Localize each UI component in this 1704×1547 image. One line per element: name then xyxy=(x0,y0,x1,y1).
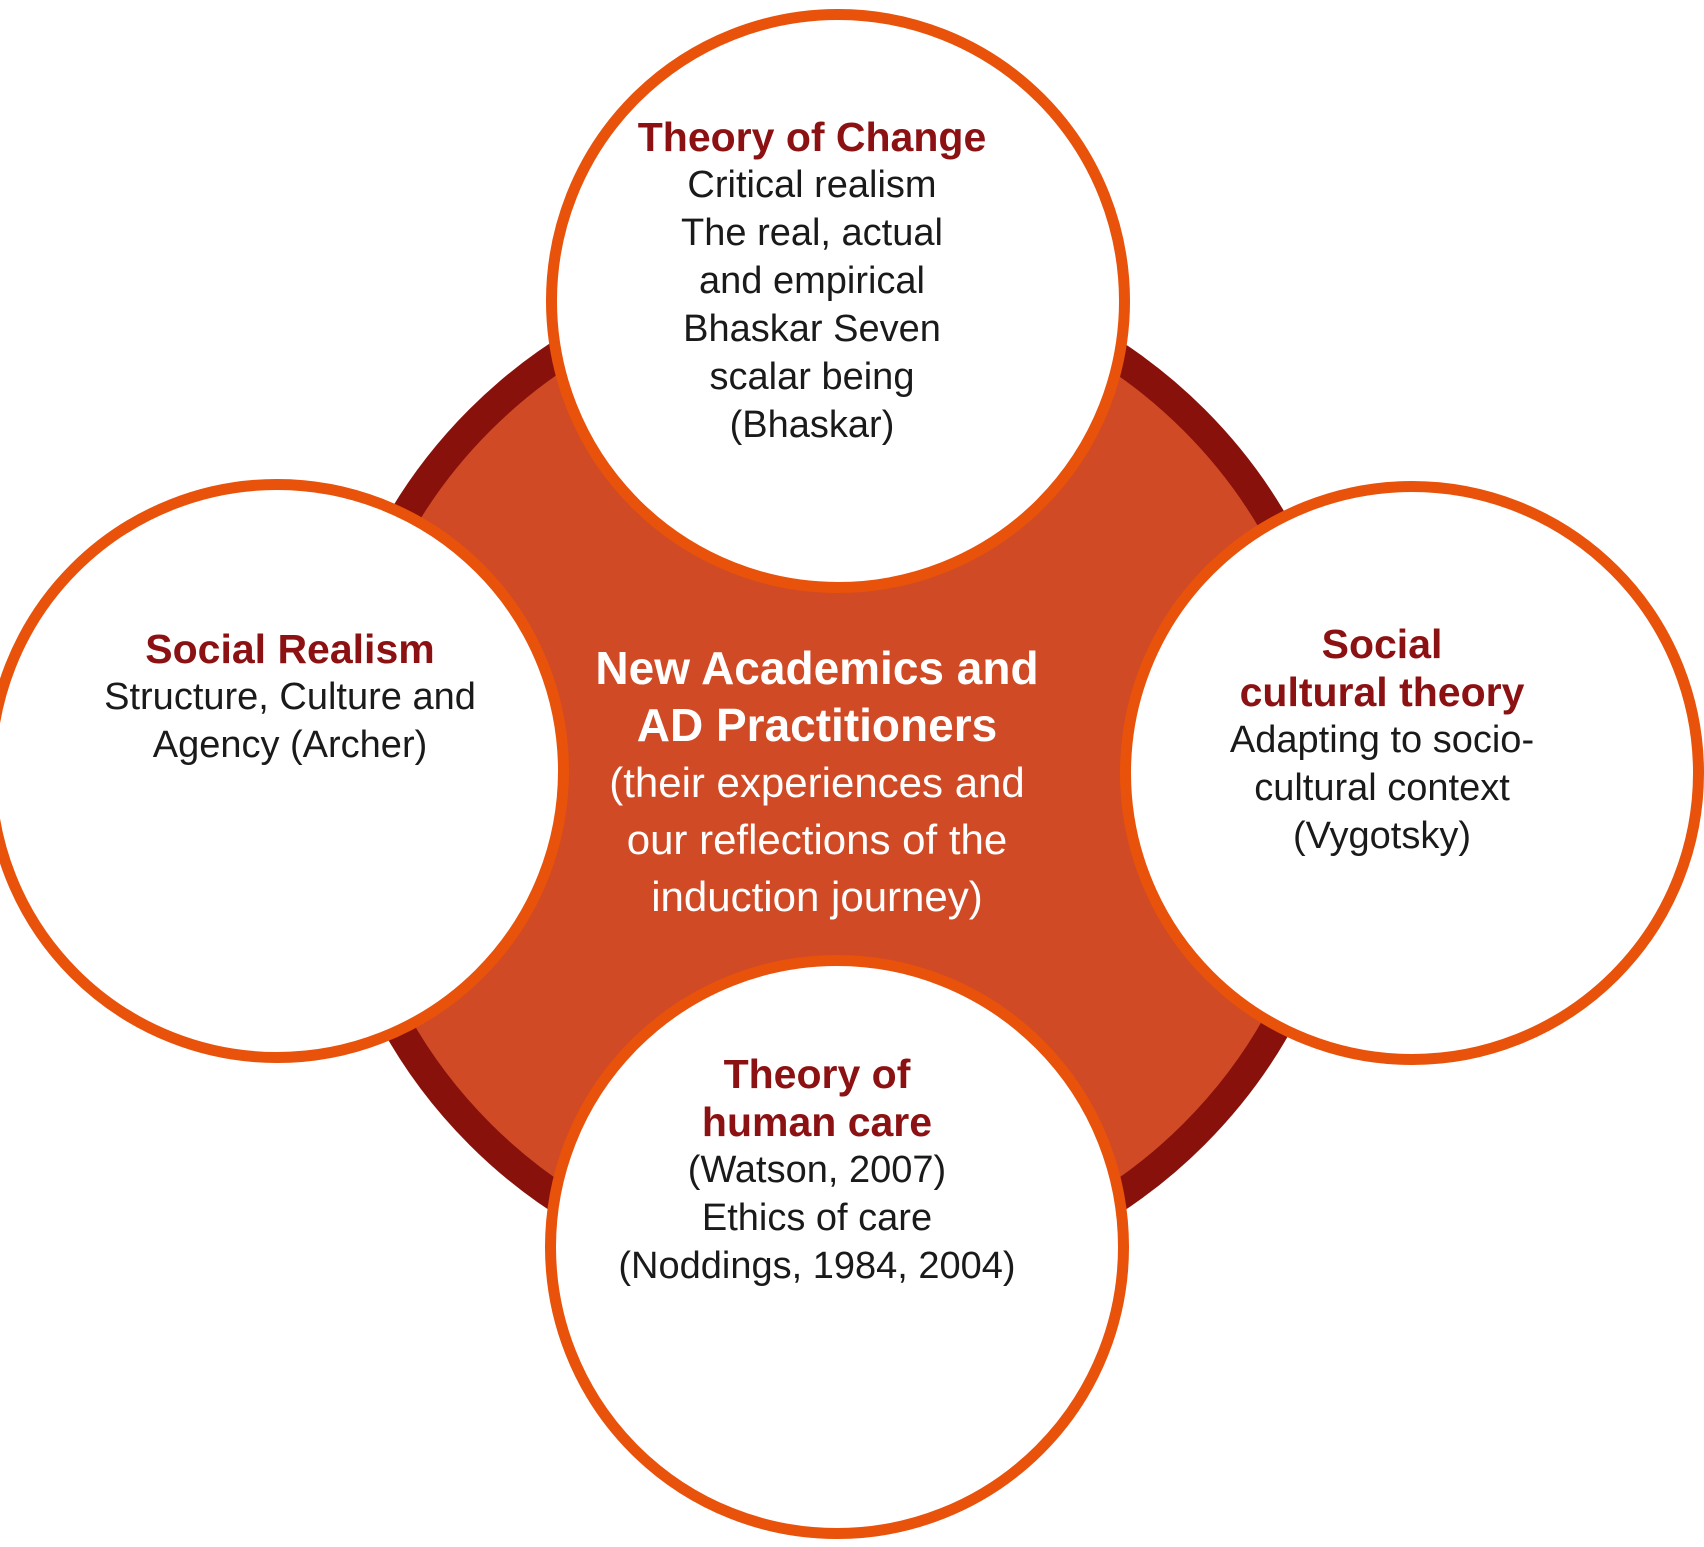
theory-of-human-care-line: (Watson, 2007) xyxy=(687,1149,947,1191)
central-text-block: New Academics and AD Practitioners (thei… xyxy=(595,640,1038,925)
theory-of-change-line: (Bhaskar) xyxy=(729,404,895,446)
central-body-line: (their experiences and xyxy=(609,758,1025,806)
social-cultural-theory-line: (Vygotsky) xyxy=(1292,815,1472,857)
social-realism-line: Structure, Culture and xyxy=(104,676,476,718)
central-title-line2: AD Practitioners xyxy=(636,698,998,751)
theory-of-human-care-line: Ethics of care xyxy=(701,1197,933,1239)
theory-of-change-line: and empirical xyxy=(699,260,925,302)
social-realism-title: Social Realism xyxy=(145,626,435,672)
theory-of-human-care-line: (Noddings, 1984, 2004) xyxy=(618,1245,1016,1287)
theory-of-change-line: scalar being xyxy=(709,356,915,398)
theory-of-human-care-title-line2: human care xyxy=(701,1099,933,1145)
social-cultural-theory-title-line2: cultural theory xyxy=(1239,669,1525,715)
circle-social-realism: Social Realism Structure, Culture and Ag… xyxy=(0,479,569,1063)
social-cultural-theory-line: Adapting to socio- xyxy=(1229,719,1535,761)
theory-of-change-title: Theory of Change xyxy=(637,114,987,160)
theory-of-change-line: Bhaskar Seven xyxy=(683,308,941,350)
theory-of-change-line: The real, actual xyxy=(681,212,943,254)
social-cultural-theory-title-line1: Social xyxy=(1321,621,1443,667)
theory-of-change-text-block: Theory of Change Critical realism The re… xyxy=(638,113,987,449)
central-body-line: our reflections of the xyxy=(626,815,1008,863)
theory-of-human-care-title-line1: Theory of xyxy=(723,1051,911,1097)
circle-theory-of-change: Theory of Change Critical realism The re… xyxy=(546,9,1130,593)
social-cultural-theory-text-block: Social cultural theory Adapting to socio… xyxy=(1230,620,1534,860)
social-realism-text-block: Social Realism Structure, Culture and Ag… xyxy=(104,625,476,769)
central-title-line1: New Academics and xyxy=(595,641,1039,694)
theory-of-human-care-text-block: Theory of human care (Watson, 2007) Ethi… xyxy=(618,1050,1015,1290)
social-cultural-theory-line: cultural context xyxy=(1254,767,1510,809)
circle-theory-of-human-care: Theory of human care (Watson, 2007) Ethi… xyxy=(545,955,1129,1539)
circle-social-cultural-theory: Social cultural theory Adapting to socio… xyxy=(1120,481,1704,1065)
theory-of-change-line: Critical realism xyxy=(687,164,937,206)
social-realism-line: Agency (Archer) xyxy=(152,724,428,766)
central-body-line: induction journey) xyxy=(651,872,983,920)
